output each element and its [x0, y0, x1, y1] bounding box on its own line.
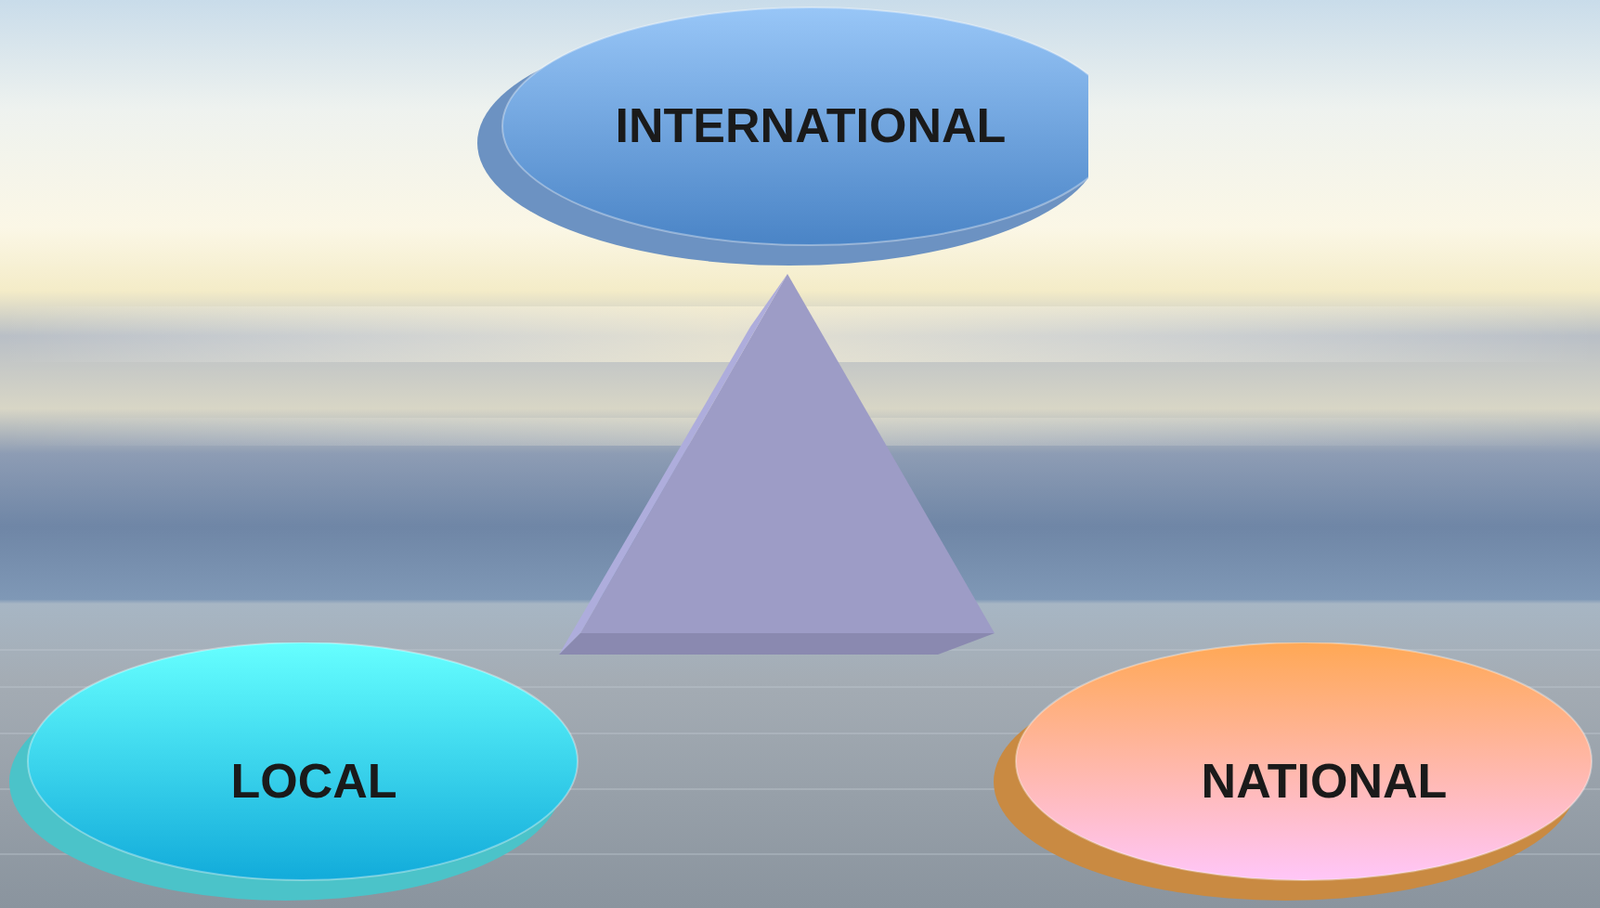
- pyramid: [559, 273, 995, 655]
- ellipse-node: INTERNATIONAL: [445, 3, 1089, 270]
- node-label: INTERNATIONAL: [615, 99, 1007, 153]
- ellipse-node: LOCAL: [7, 642, 584, 905]
- node-label: NATIONAL: [1201, 754, 1448, 808]
- ellipse-node: NATIONAL: [988, 642, 1594, 905]
- node-label: LOCAL: [230, 754, 397, 808]
